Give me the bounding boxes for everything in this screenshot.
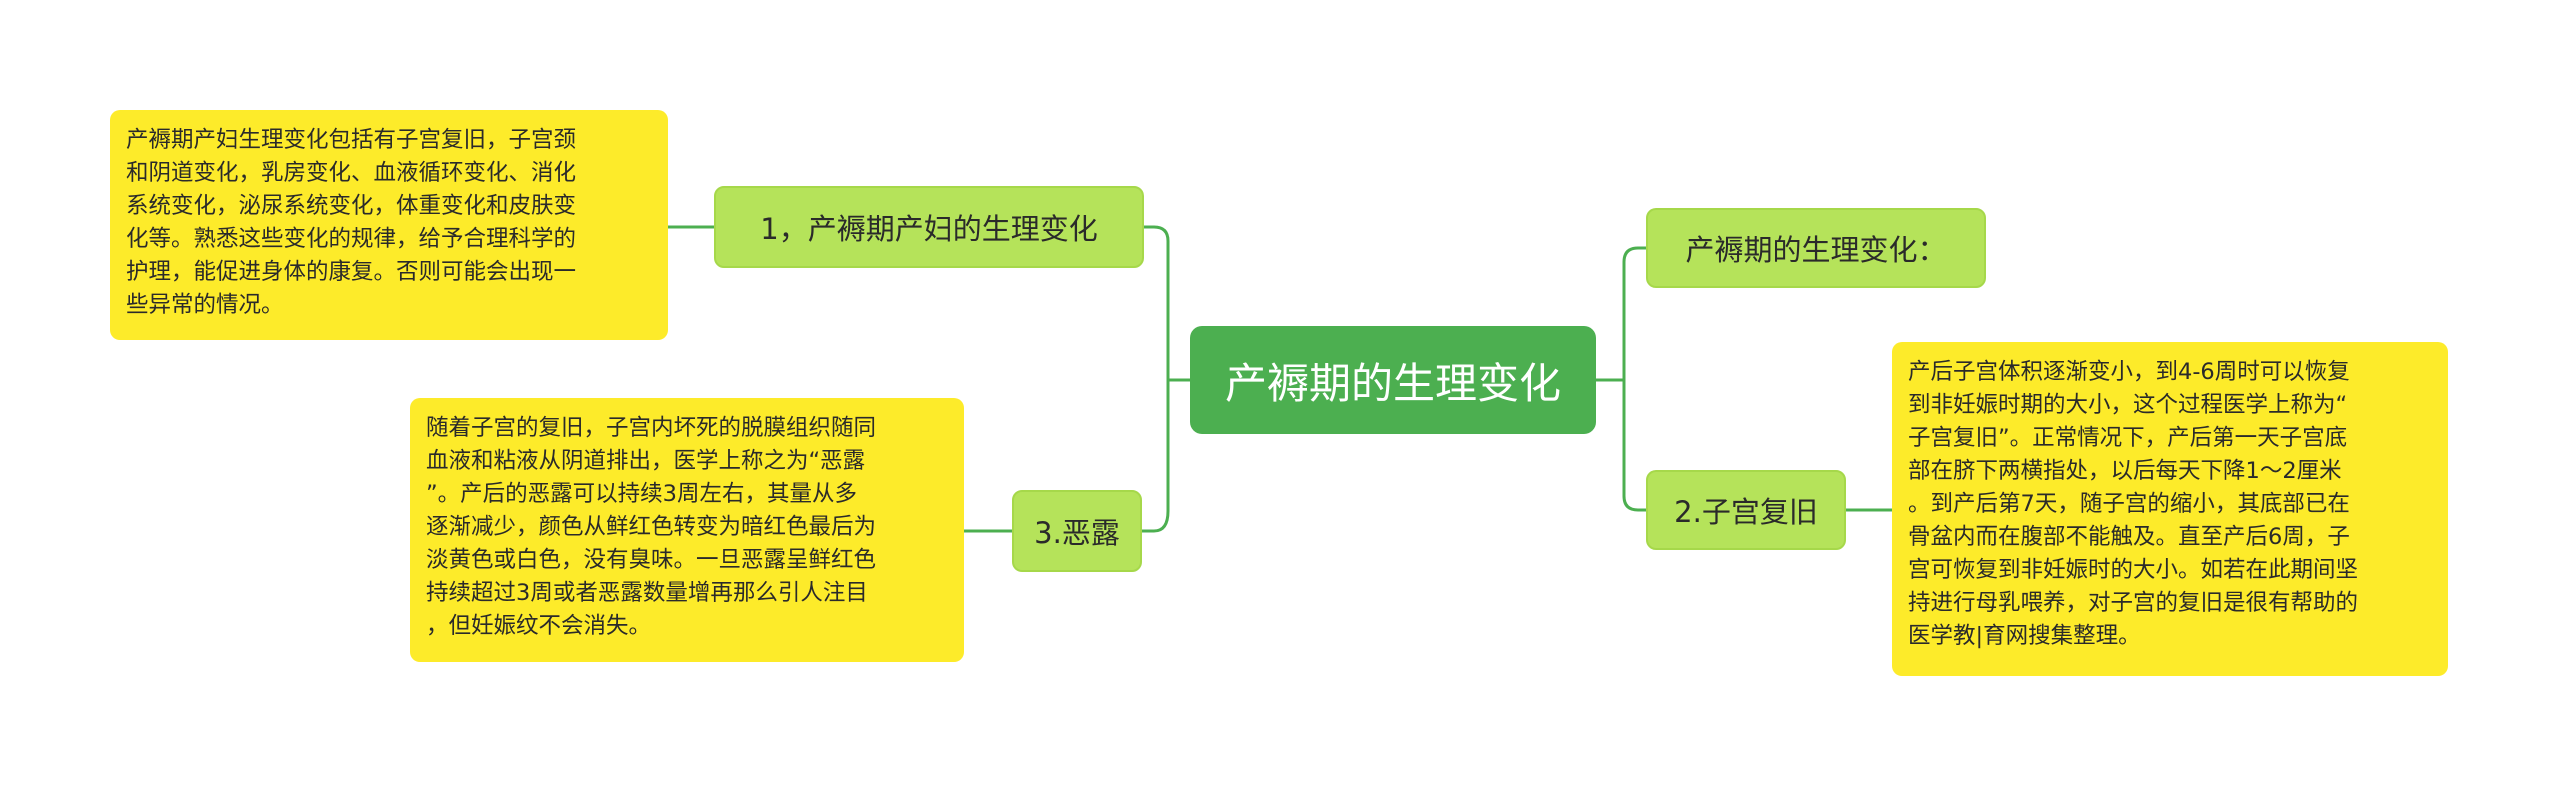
- topic-label: 产褥期的生理变化：: [1685, 233, 1947, 267]
- topic-label: 2.子宫复旧: [1674, 495, 1818, 529]
- topic-uterine-involution[interactable]: 2.子宫复旧: [1646, 470, 1846, 550]
- right-trunk-connector: [1622, 246, 1646, 512]
- root-label: 产褥期的生理变化: [1224, 358, 1561, 408]
- topic-lochia[interactable]: 3.恶露: [1012, 490, 1142, 572]
- left-trunk-connector: [1142, 225, 1170, 533]
- topic-label: 3.恶露: [1034, 516, 1120, 550]
- topic-label: 1，产褥期产妇的生理变化: [760, 212, 1098, 246]
- note-uterine-involution: 产后子宫体积逐渐变小，到4-6周时可以恢复 到非妊娠时期的大小，这个过程医学上称…: [1892, 342, 2448, 676]
- note-postpartum-changes: 产褥期产妇生理变化包括有子宫复旧，子宫颈 和阴道变化，乳房变化、血液循环变化、消…: [110, 110, 668, 340]
- note-lochia: 随着子宫的复旧，子宫内坏死的脱膜组织随同 血液和粘液从阴道排出，医学上称之为“恶…: [410, 398, 964, 662]
- topic-postpartum-physiological-changes[interactable]: 1，产褥期产妇的生理变化: [714, 186, 1144, 268]
- root-node[interactable]: 产褥期的生理变化: [1190, 326, 1596, 434]
- topic-physiological-changes-heading[interactable]: 产褥期的生理变化：: [1646, 208, 1986, 288]
